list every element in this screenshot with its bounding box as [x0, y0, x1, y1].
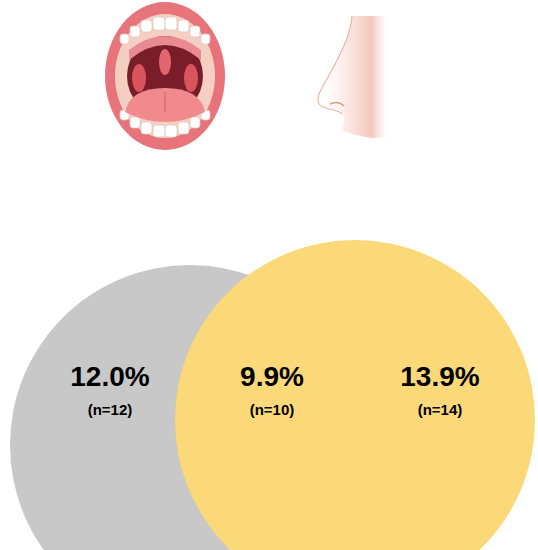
- gums: [115, 14, 215, 138]
- tonsil: [184, 64, 198, 92]
- face-profile: [318, 16, 372, 138]
- percentage-value: 13.9%: [400, 361, 479, 393]
- set-circle: [175, 240, 535, 550]
- count-value: (n=14): [400, 401, 479, 419]
- circle-shape: [175, 240, 535, 550]
- uvula: [159, 49, 171, 75]
- percentage-value: 9.9%: [240, 361, 304, 393]
- face-fade: [372, 16, 392, 138]
- count-value: (n=12): [70, 401, 149, 419]
- lips: [105, 2, 225, 150]
- value-group: 12.0% (n=12): [70, 361, 149, 419]
- count-value: (n=10): [240, 401, 304, 419]
- tonsil: [132, 64, 146, 92]
- value-group: 9.9% (n=10): [240, 361, 304, 419]
- percentage-value: 12.0%: [70, 361, 149, 393]
- value-group: 13.9% (n=14): [400, 361, 479, 419]
- nostril: [330, 102, 344, 106]
- tongue: [125, 88, 205, 122]
- nasal-circle: 13.9% (n=14): [175, 240, 535, 550]
- tongue-line: [164, 92, 166, 112]
- mouth-icon: [105, 2, 225, 150]
- nose-outline: [318, 16, 352, 114]
- nose-icon: [318, 16, 392, 138]
